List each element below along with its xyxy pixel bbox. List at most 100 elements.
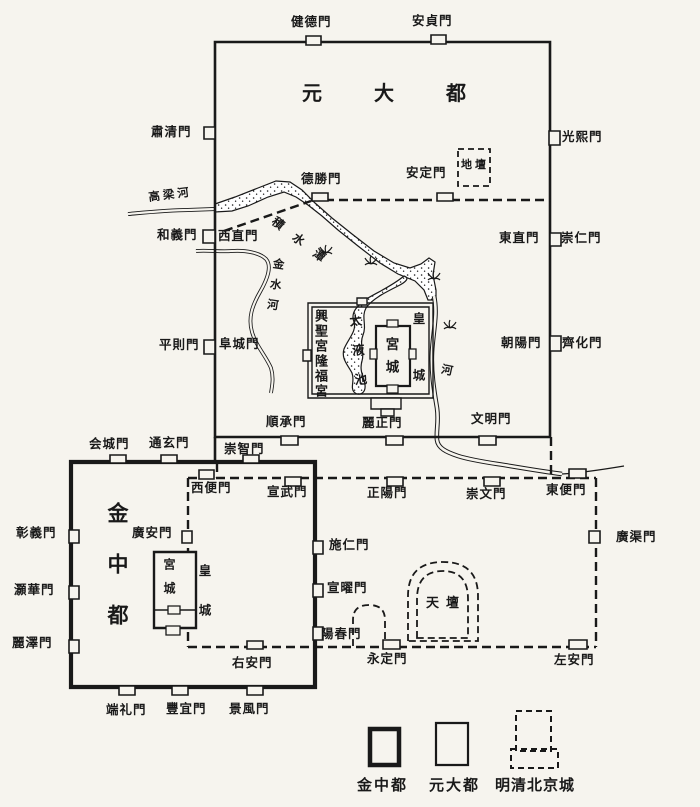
area-label-yuan-palace-city: 宮城 — [383, 337, 399, 382]
gate-marker-shiren — [313, 541, 323, 554]
gate-label-tongxuan: 通玄門 — [149, 436, 190, 450]
gate-marker-haohua — [69, 586, 79, 599]
gate-label-fucheng: 阜城門 — [219, 337, 260, 351]
gate-marker-suqing — [204, 127, 215, 139]
gate-marker-tongxuan — [161, 455, 177, 463]
gate-marker-zuoan — [569, 640, 587, 649]
gate-label-desheng: 德勝門 — [301, 172, 342, 186]
gate-label-lize: 麗澤門 — [12, 636, 53, 650]
gate-marker-xuanyao — [313, 584, 323, 597]
legend-swatch-jin — [370, 729, 399, 765]
gate-marker-fengyi — [172, 686, 188, 695]
gate-marker-dongbian — [569, 469, 586, 478]
gate-marker-youan — [247, 641, 263, 649]
area-label-yuan-dadu: 元大都 — [302, 83, 518, 105]
gate-marker-anzhen — [431, 35, 446, 44]
temple-of-heaven-outline — [408, 562, 478, 641]
gate-marker-lize — [69, 640, 79, 653]
gate-label-jiande: 健德門 — [291, 15, 332, 29]
jin-palace-city-wall — [154, 552, 196, 635]
river-label-he: 河 — [440, 363, 455, 379]
gate-marker-huicheng — [110, 455, 126, 463]
gate-marker-jingfeng — [247, 686, 263, 695]
gate-label-yongding: 永定門 — [367, 652, 408, 666]
gate-label-dongbian: 東便門 — [546, 483, 587, 497]
gate-label-zuoan: 左安門 — [554, 653, 595, 667]
gate-label-zhengyang: 正陽門 — [367, 486, 408, 500]
gate-label-dongzhi: 東直門 — [499, 231, 540, 245]
gate-marker-zhengyang — [387, 477, 403, 486]
gate-marker-jiande — [306, 36, 321, 45]
area-label-temple-of-earth: 地壇 — [461, 159, 489, 171]
gate-marker-zhangyi — [69, 530, 79, 543]
gate-label-zhangyi: 彰義門 — [16, 526, 57, 540]
legend-label-yuan: 元大都 — [429, 778, 481, 794]
temple-of-earth-outline — [458, 149, 490, 186]
gate-label-xuanyao: 宣曜門 — [327, 581, 368, 595]
gate-marker-heyi-xizhi — [203, 230, 215, 243]
legend-label-jin: 金中都 — [357, 778, 409, 794]
legend-label-mingqing: 明清北京城 — [495, 778, 576, 794]
yuan-imperial-city-wall — [303, 298, 433, 416]
gate-label-chaoyang: 朝陽門 — [501, 336, 542, 350]
gate-marker-yongding — [383, 640, 400, 649]
gate-label-guangqu: 廣渠門 — [616, 530, 657, 544]
gate-label-xibian: 西便門 — [191, 481, 232, 495]
gate-marker-anding — [437, 193, 453, 201]
gate-label-chongwen: 崇文門 — [466, 487, 507, 501]
gate-label-guangxi: 光熙門 — [562, 130, 603, 144]
gate-marker-chongwen — [484, 477, 500, 486]
area-label-jin-palace-city: 宮城 — [162, 558, 176, 606]
gate-label-lizheng: 麗正門 — [362, 416, 403, 430]
area-label-jin-zhongdu: 金中都 — [105, 502, 129, 655]
gate-marker-desheng — [312, 193, 328, 201]
jishuitan-river — [215, 181, 436, 300]
gate-label-jingfeng: 景風門 — [229, 702, 270, 716]
gate-label-suqing: 肅清門 — [151, 125, 192, 139]
gate-marker-shuncheng — [281, 436, 298, 445]
gate-marker-guangqu — [589, 531, 600, 543]
tonghui-river — [432, 296, 624, 474]
gate-label-anding: 安定門 — [406, 166, 447, 180]
gate-label-anzhen: 安貞門 — [412, 14, 453, 28]
gate-label-heyi: 和義門 — [157, 228, 198, 242]
gate-marker-guangan — [182, 531, 192, 543]
gate-marker-guangxi — [549, 131, 560, 145]
xiannongtan-outline — [353, 605, 385, 646]
gate-label-fengyi: 豐宜門 — [166, 702, 207, 716]
legend-swatch-yuan — [436, 723, 468, 765]
gate-marker-lizheng — [386, 436, 403, 445]
gate-label-pingze: 平則門 — [159, 338, 200, 352]
gate-label-guangan: 廣安門 — [132, 526, 173, 540]
area-label-temple-of-heaven: 天壇 — [426, 595, 467, 610]
gate-marker-pingze-fucheng — [204, 340, 215, 354]
yuan-palace-city-wall — [370, 320, 416, 393]
gate-label-haohua: 灝華門 — [14, 583, 55, 597]
gate-label-xuanwu: 宣武門 — [267, 485, 308, 499]
gaoliang-river — [128, 209, 215, 214]
gate-label-youan: 右安門 — [232, 656, 273, 670]
jinshui-river — [196, 251, 273, 393]
gate-label-shuncheng: 順承門 — [266, 415, 307, 429]
gate-marker-xuanwu — [285, 477, 301, 486]
area-label-xingsheng-longfu: 興聖宮隆福宮 — [313, 309, 328, 399]
gate-label-chongzhi: 崇智門 — [224, 442, 265, 456]
gate-marker-chongzhi — [243, 455, 259, 463]
gate-label-duanli: 端礼門 — [106, 703, 147, 717]
jin-zhongdu-wall — [71, 462, 315, 687]
area-label-jin-imperial-city: 皇城 — [196, 564, 211, 643]
gate-label-chongren: 崇仁門 — [561, 231, 602, 245]
gate-marker-chaoyang-qihua — [550, 336, 561, 351]
gate-marker-duanli — [119, 686, 135, 695]
gate-label-huicheng: 会城門 — [89, 437, 130, 451]
gate-marker-dongzhi-chongren — [550, 233, 561, 246]
gate-label-xizhi: 西直門 — [218, 229, 259, 243]
gate-marker-wenming — [479, 436, 496, 445]
gate-label-yangchun: 陽春門 — [321, 627, 362, 641]
marsh-icon — [443, 319, 457, 330]
legend-swatch-mingqing — [511, 711, 558, 768]
gate-label-qihua: 齊化門 — [562, 336, 603, 350]
gate-label-shiren: 施仁門 — [329, 538, 370, 552]
gate-marker-yangchun — [313, 627, 323, 640]
